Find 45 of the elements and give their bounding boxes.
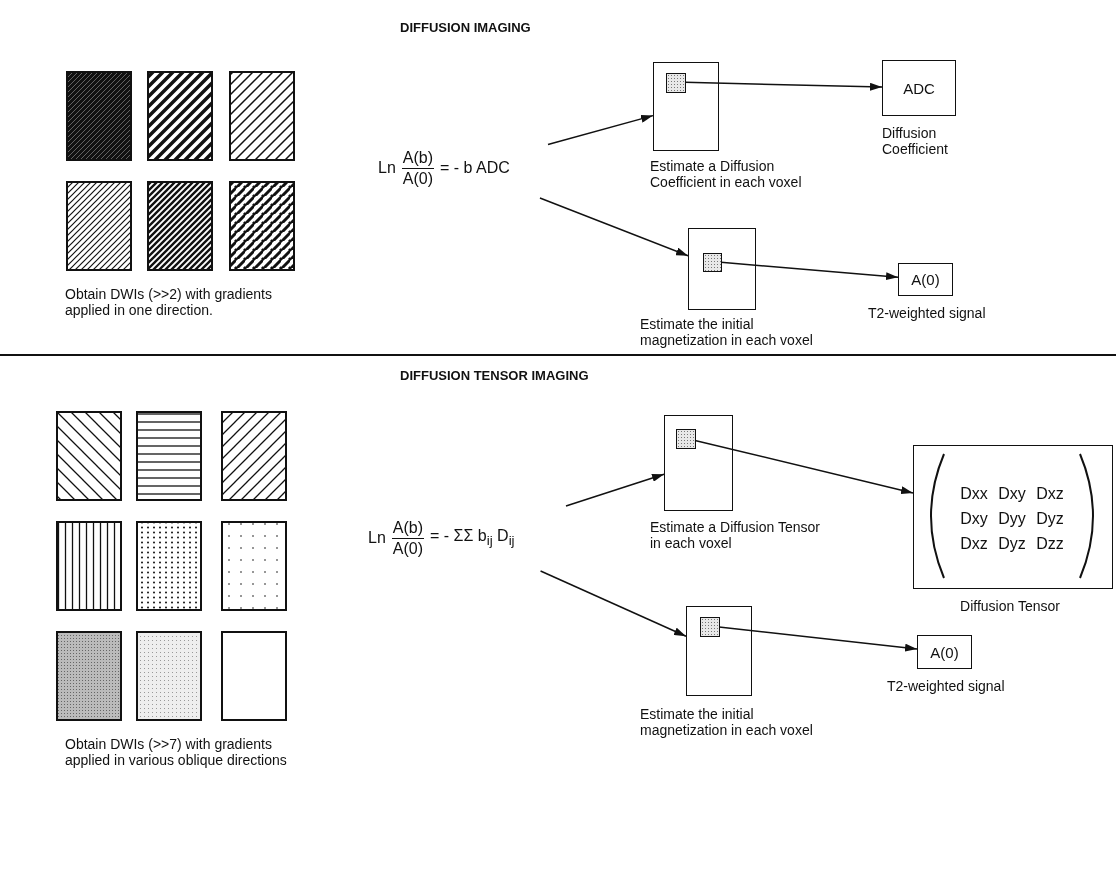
node-label: Estimate a Diffusion Coefficient in each voxel xyxy=(650,158,803,190)
caption: Obtain DWIs (>>2) with gradients applied in one direction. xyxy=(65,286,273,318)
arrow xyxy=(720,261,899,281)
node-label: Estimate the initial magnetization in each voxel xyxy=(640,316,814,348)
node-label: Diffusion Coefficient xyxy=(882,125,949,157)
fraction-denominator: A(0) xyxy=(401,168,435,189)
voxel-square xyxy=(703,253,722,272)
section-heading: DIFFUSION TENSOR IMAGING xyxy=(400,368,589,383)
equation-text: = - ΣΣ b$_{ij}$ D$_{ij}$ xyxy=(430,527,515,549)
voxel-square xyxy=(666,73,686,93)
output-box xyxy=(898,263,953,296)
output-box xyxy=(882,60,956,116)
box-text: A(0) xyxy=(911,271,940,288)
image-frame xyxy=(653,62,719,151)
section-heading: DIFFUSION IMAGING xyxy=(400,20,531,35)
box-text: A(0) xyxy=(930,643,959,661)
matrix-row-text: Dxz Dyz Dzz xyxy=(959,534,1065,554)
arrow xyxy=(539,570,687,637)
fraction-numerator: A(b) xyxy=(401,147,435,169)
arrow xyxy=(718,626,918,652)
node-label: T2-weighted signal xyxy=(868,305,987,321)
node-label: Estimate the initial magnetization in each voxel xyxy=(640,706,814,738)
output-box xyxy=(917,635,972,669)
node-label: Estimate a Diffusion Tensor in each voxel xyxy=(650,519,821,551)
fraction-numerator: A(b) xyxy=(391,517,425,539)
equation-text: Ln xyxy=(378,159,396,177)
arrow xyxy=(684,81,883,91)
matrix-row-text: Dxy Dyy Dyz xyxy=(959,509,1065,529)
box-text: ADC xyxy=(903,79,935,97)
voxel-square xyxy=(700,617,720,637)
node-label: T2-weighted signal xyxy=(887,678,1006,694)
arrow xyxy=(547,114,654,146)
image-frame xyxy=(686,606,752,696)
arrow xyxy=(565,473,665,507)
image-frame xyxy=(664,415,733,511)
fraction-denominator: A(0) xyxy=(391,538,425,559)
node-label: Diffusion Tensor xyxy=(959,598,1061,614)
equation-text: = - b ADC xyxy=(440,159,510,177)
arrow xyxy=(539,197,689,257)
image-frame xyxy=(688,228,756,310)
voxel-square xyxy=(676,429,696,449)
equation-text: Ln xyxy=(368,529,386,547)
arrow xyxy=(694,439,914,494)
caption: Obtain DWIs (>>7) with gradients applied in various oblique directions xyxy=(65,736,288,768)
matrix-row-text: Dxx Dxy Dxz xyxy=(959,484,1065,504)
